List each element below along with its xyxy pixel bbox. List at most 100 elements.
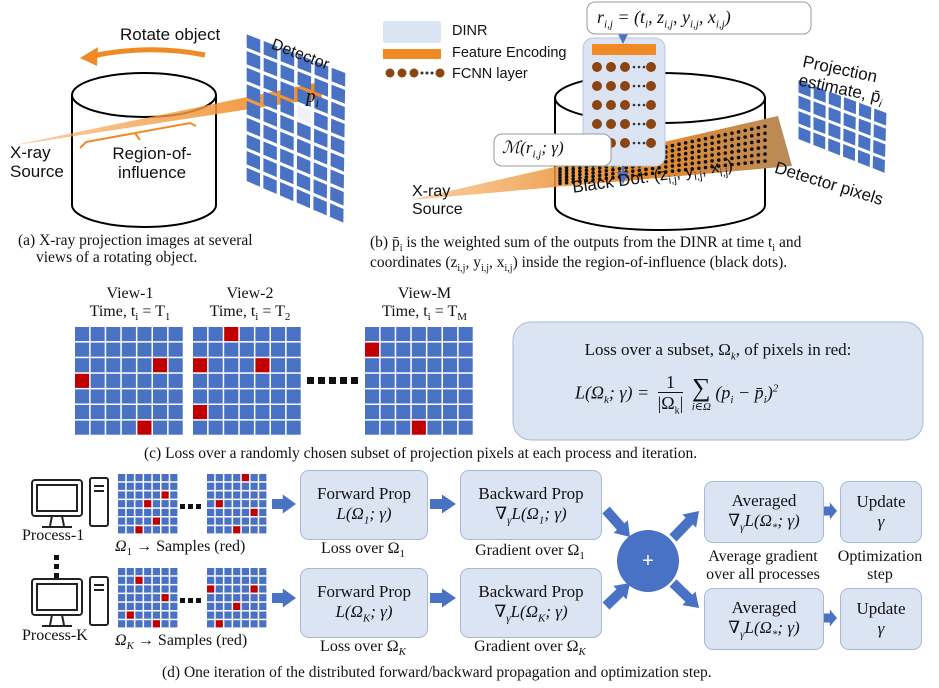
grid-cell (241, 620, 249, 628)
roi-dot (657, 165, 661, 170)
roi-dot (670, 164, 675, 168)
roi-dot (617, 167, 622, 171)
grid-cell (215, 482, 223, 490)
roi-dot (690, 139, 695, 144)
detector-pixel (330, 152, 345, 172)
roi-dot (703, 154, 708, 158)
grid-cell (207, 517, 215, 525)
roi-dot (670, 159, 675, 163)
grid-cell (259, 576, 267, 584)
detector-pixel (314, 77, 329, 97)
detector-pixel (297, 71, 312, 91)
grid-cell (118, 611, 126, 619)
grid-cell (224, 342, 239, 357)
grid-cell (121, 358, 136, 373)
roi-dot (697, 138, 701, 142)
detector-pixel (843, 128, 856, 146)
grid-cell (215, 526, 223, 534)
grid-cell (380, 420, 395, 435)
roi-dot (736, 155, 741, 160)
roi-dot (697, 155, 701, 159)
grid-cell (135, 611, 143, 619)
grid-cell (250, 602, 258, 610)
grid-cell (215, 517, 223, 525)
grid-cell (168, 389, 183, 404)
fcnn-ellipsis (632, 122, 636, 126)
grid-cell-red (135, 576, 143, 584)
flow-arrow (430, 588, 456, 608)
roi-dot (690, 145, 695, 149)
roi-dot (743, 141, 747, 146)
detector-pixel (246, 84, 261, 104)
detector-pixel (843, 144, 856, 162)
fcnn-ellipsis (637, 122, 641, 126)
grid-cell (259, 611, 267, 619)
fcnn-node (646, 100, 656, 110)
grid-cell (126, 508, 134, 516)
roi-dot (743, 161, 747, 165)
grid-cell (239, 405, 254, 420)
roi-dot (630, 173, 635, 178)
grid-cell (207, 491, 215, 499)
grid-cell (250, 611, 258, 619)
grid-cell-red (137, 420, 152, 435)
grid-cell (215, 594, 223, 602)
roi-dot (716, 140, 721, 144)
process-k-grid-a (118, 568, 178, 628)
grid-cell-red (255, 358, 270, 373)
grid-cell (144, 576, 152, 584)
fcnn-node (620, 100, 630, 110)
process-1-grid-a (118, 474, 178, 534)
grid-cell (152, 491, 160, 499)
detector-pixel (296, 155, 311, 175)
grid-cell (224, 373, 239, 388)
grid-cell (118, 474, 126, 482)
grid-cell (233, 594, 241, 602)
grid-cell (161, 576, 169, 584)
roi-dot (736, 130, 741, 134)
grid-cell (208, 389, 223, 404)
loss-over-k-label: Loss over ΩK (320, 638, 406, 659)
grid-cell (75, 327, 90, 342)
grid-cell (118, 585, 126, 593)
roi-dot (730, 156, 734, 161)
grid-cell (250, 482, 258, 490)
grid-cell (271, 327, 286, 342)
grid-cell (137, 405, 152, 420)
grid-cell (241, 594, 249, 602)
roi-dot (756, 159, 761, 164)
grid-cell (224, 526, 232, 534)
grid-cell (75, 342, 90, 357)
grid-cell (193, 389, 208, 404)
grid-cell (126, 517, 134, 525)
grid-cell-red (193, 358, 208, 373)
grid-cell (144, 611, 152, 619)
flow-arrow (669, 579, 700, 609)
roi-dot (756, 139, 761, 144)
detector-pixel (280, 64, 295, 84)
grid-cell-red (126, 611, 134, 619)
grid-cell (121, 342, 136, 357)
roi-dot (650, 171, 655, 176)
roi-dot (578, 172, 582, 177)
grid-cell (443, 373, 458, 388)
roi-dot (558, 178, 562, 183)
detector-pixel (263, 174, 277, 194)
grid-cell (259, 594, 267, 602)
grid-cell (90, 373, 105, 388)
grid-cell (271, 358, 286, 373)
detector-pixel (330, 135, 345, 155)
roi-dot (611, 167, 615, 172)
grid-cell-red (207, 585, 215, 593)
detector-panel-a (246, 34, 346, 223)
legend-fcnn-swatch (385, 68, 445, 78)
grid-cell (241, 500, 249, 508)
fcnn-ellipsis (642, 141, 646, 145)
grid-cell (152, 611, 160, 619)
roi-dot (664, 165, 668, 169)
grid-cell (224, 508, 232, 516)
